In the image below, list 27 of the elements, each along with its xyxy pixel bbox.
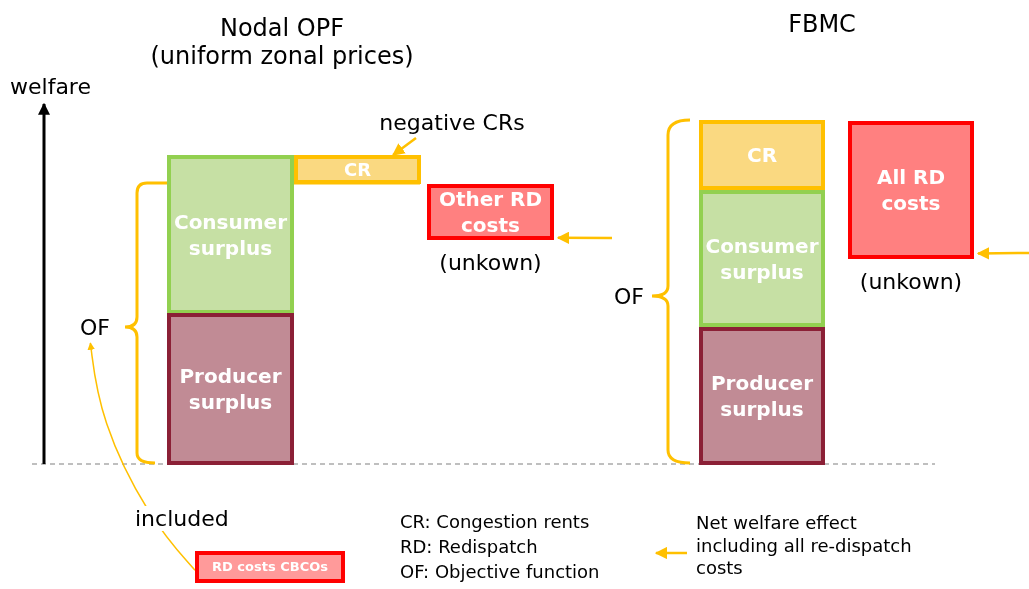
abbreviation-text: RD: Redispatch [400,536,538,557]
arrow [87,342,196,571]
producer-surplus-bar: Producer surplus [167,313,294,465]
note-text: (unkown) [439,250,542,275]
legend-text: Net welfare effect including all re-dispatch costs [696,512,912,578]
note-text: (unkown) [859,269,963,294]
objective-function-label: OF [614,283,644,309]
arrow [556,231,612,245]
edge-label: included [135,506,229,531]
column-heading: FBMC [788,10,856,38]
congestion-rent-bar: CR [699,120,825,190]
abbreviation-text: OF: Objective function [400,561,600,582]
abbreviation-text: CR: Congestion rents [400,511,590,532]
column-heading: (uniform zonal prices) [150,42,414,70]
annotation-text: negative CRs [379,109,525,135]
producer-surplus-bar: Producer surplus [699,327,825,465]
column-heading: Nodal OPF [219,14,344,42]
arrow [976,247,1029,260]
consumer-surplus-bar: Consumer surplus [167,155,294,314]
arrow [392,137,417,156]
redispatch-cost-box: All RD costs [848,121,974,259]
objective-function-label: OF [80,314,110,340]
consumer-surplus-bar: Consumer surplus [699,190,825,327]
congestion-rent-bar: CR [294,155,421,184]
redispatch-cost-box: RD costs CBCOs [195,551,345,583]
axis-label: welfare [10,74,91,99]
redispatch-cost-box: Other RD costs [427,184,554,240]
